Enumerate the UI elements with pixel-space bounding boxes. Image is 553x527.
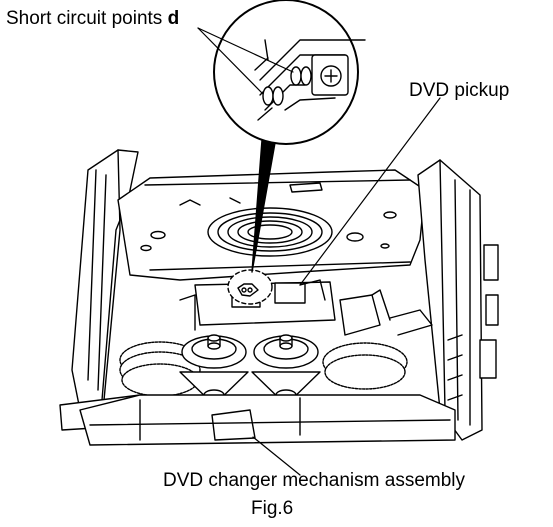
right-side-frame <box>417 159 499 441</box>
bottom-base-plate <box>79 394 456 446</box>
short-circuit-area-marker <box>227 269 273 305</box>
mechanism-label: DVD changer mechanism assembly <box>163 470 466 491</box>
dvd-pickup-label: DVD pickup <box>409 80 510 101</box>
pulley-spools <box>179 334 321 406</box>
figure-caption: Fig.6 <box>251 498 294 519</box>
left-gears <box>119 341 201 397</box>
leader-lines <box>197 27 441 476</box>
turntable-spindle <box>207 207 333 257</box>
magnified-callout <box>213 0 366 145</box>
pickup-carriage <box>179 279 433 336</box>
short-circuit-label: Short circuit points d <box>6 8 180 29</box>
right-gear <box>322 342 408 390</box>
